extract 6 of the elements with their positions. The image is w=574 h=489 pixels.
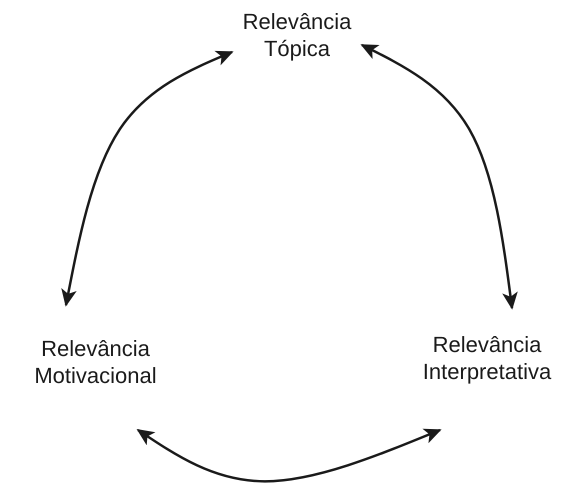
node-label: Relevância Motivacional	[33, 335, 158, 389]
double-arrow	[61, 50, 234, 307]
node-label: Relevância Tópica	[242, 8, 352, 62]
double-arrow	[360, 44, 518, 310]
node-label: Relevância Interpretativa	[422, 331, 552, 385]
double-arrow	[136, 428, 442, 483]
